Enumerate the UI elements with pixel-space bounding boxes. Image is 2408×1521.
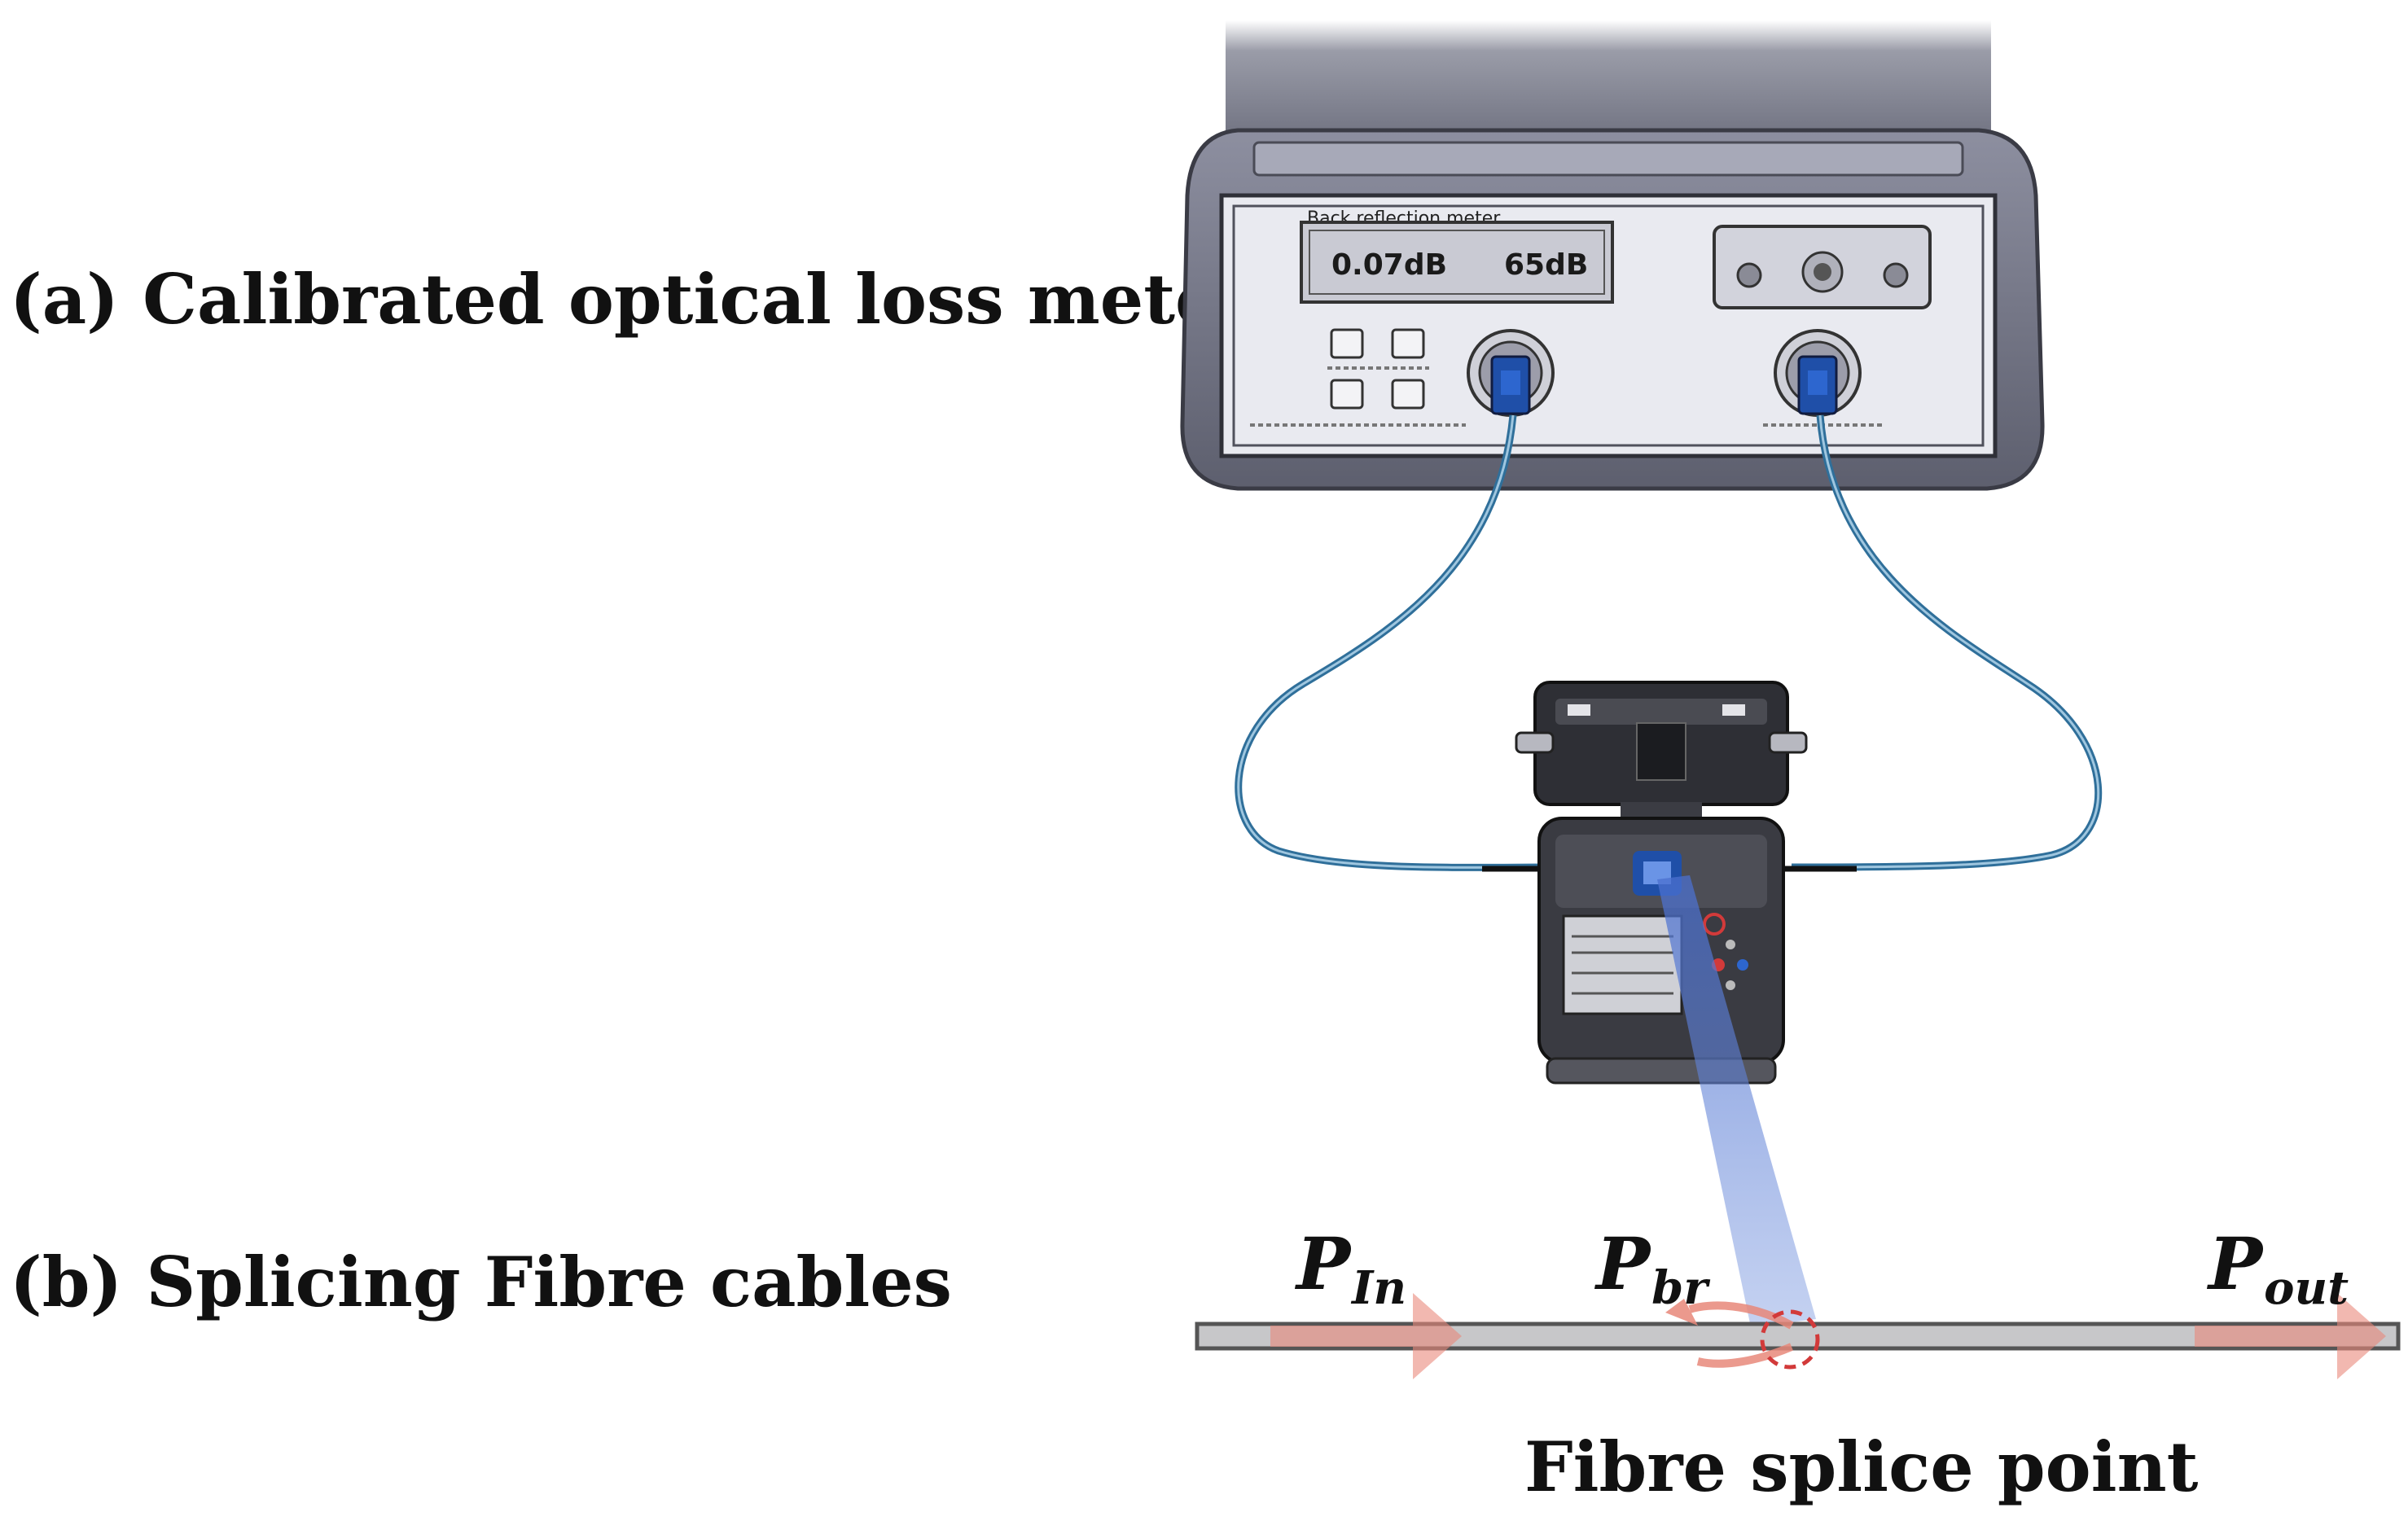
power-back-reflection-label: Pbr	[1596, 1221, 1708, 1315]
label-splicing-fibre-cables: (b) Splicing Fibre cables	[10, 1242, 952, 1322]
meter-button[interactable]	[1330, 328, 1364, 359]
arrow-back-reflection	[1665, 1299, 1794, 1368]
splicer-screen	[1562, 914, 1683, 1015]
return-loss-value: 65dB	[1504, 248, 1588, 282]
meter-lcd-display	[1300, 221, 1614, 304]
meter-button[interactable]	[1330, 379, 1364, 410]
inspection-beam	[1657, 875, 1816, 1327]
arrow-power-in	[1270, 1293, 1462, 1379]
fibre-cable-left-highlight	[1237, 414, 1556, 869]
splicer-button[interactable]	[1737, 959, 1748, 971]
power-out-label: Pout	[2208, 1221, 2349, 1315]
arrow-power-out	[2195, 1293, 2386, 1379]
splice-point-ring	[1760, 1309, 1820, 1370]
meter-port-right[interactable]	[1774, 329, 1862, 417]
meter-button[interactable]	[1391, 328, 1425, 359]
label-calibrated-optical-loss-meter: (a) Calibrated optical loss meter	[10, 259, 1255, 340]
meter-stand	[1226, 20, 1991, 142]
splicer-button[interactable]	[1726, 940, 1735, 949]
meter-port-left[interactable]	[1467, 329, 1555, 417]
fibre-cable-right-highlight	[1791, 414, 2100, 869]
fusion-splicer	[1515, 681, 1808, 1085]
splicer-power-button[interactable]	[1703, 913, 1726, 936]
optical-loss-meter: Back reflection meter 0.07dB 65dB	[1180, 128, 2045, 491]
meter-button[interactable]	[1391, 379, 1425, 410]
power-in-label: PIn	[1296, 1221, 1407, 1315]
fibre-splice-point-label: Fibre splice point	[1524, 1427, 2199, 1507]
splicer-button[interactable]	[1726, 980, 1735, 990]
loss-value: 0.07dB	[1331, 248, 1447, 282]
